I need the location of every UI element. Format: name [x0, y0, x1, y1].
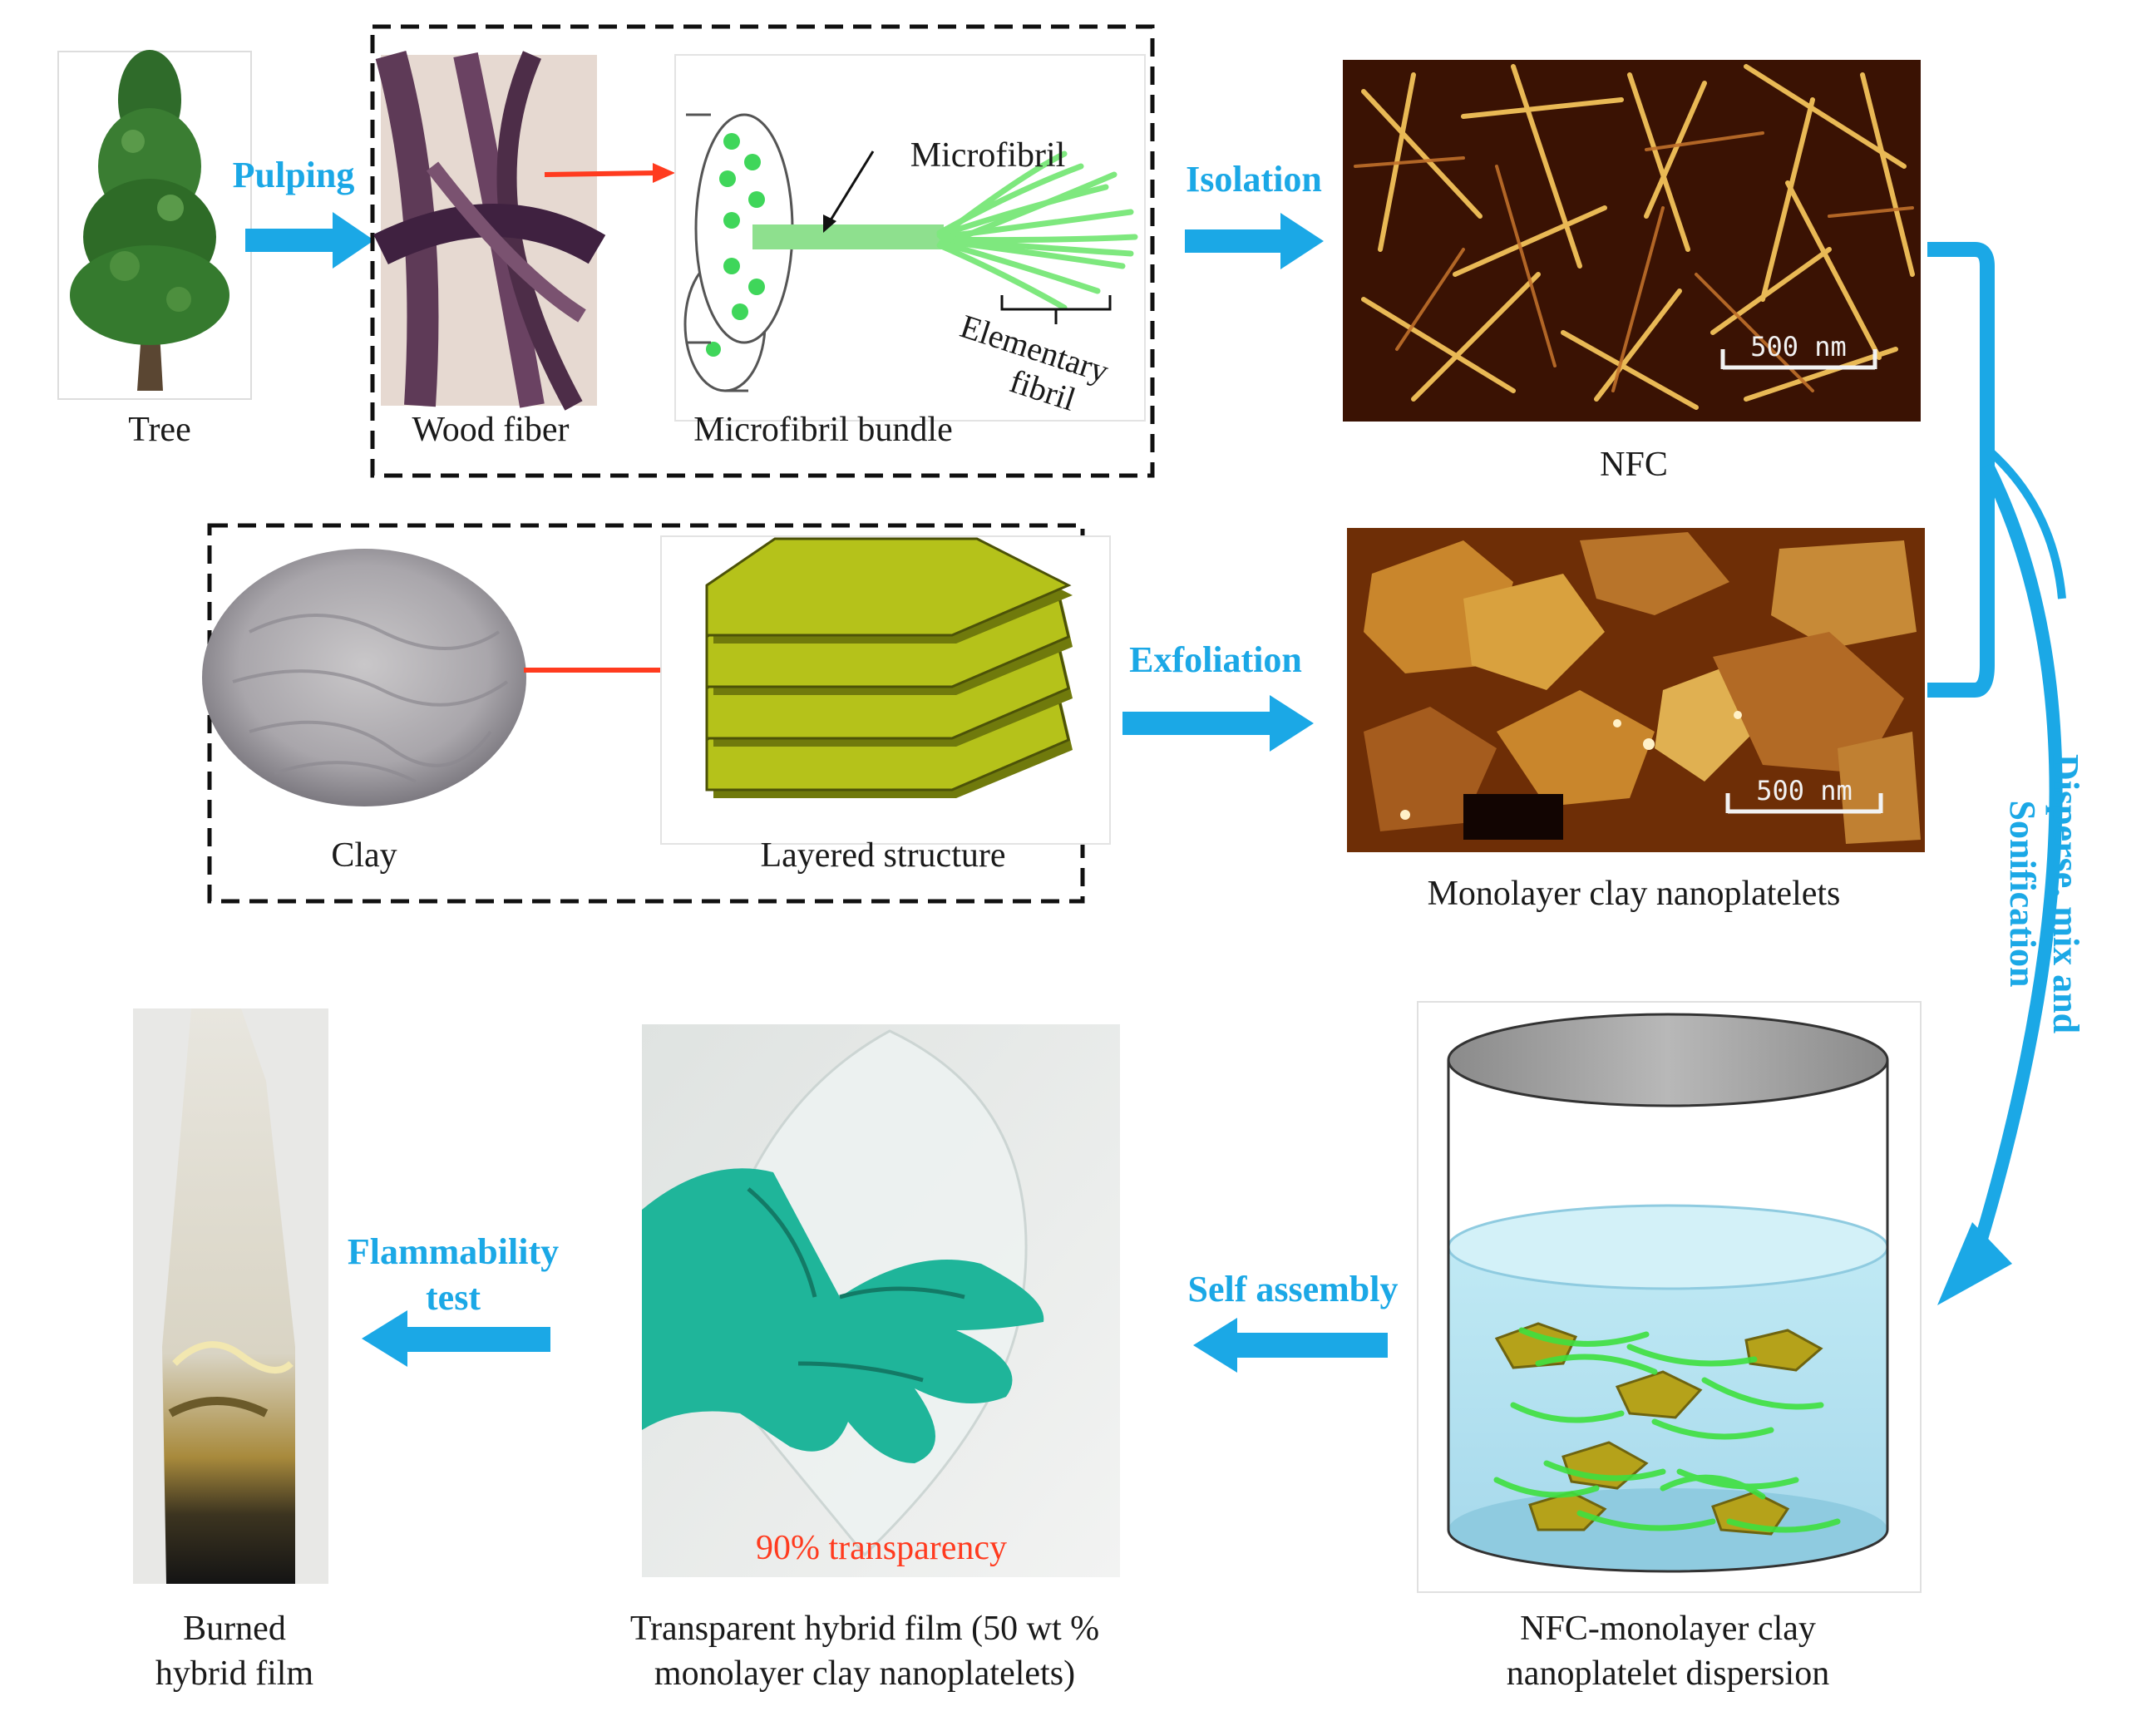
- nfc-scale-label: 500 nm: [1750, 331, 1847, 362]
- wood-fiber-image: [373, 51, 606, 411]
- isolation-arrow: [1185, 213, 1324, 269]
- fiber-detail-arrow: [544, 163, 675, 183]
- nfc-afm-image: [1343, 60, 1921, 422]
- pulping-arrow: [245, 212, 374, 269]
- burned-label-2: hybrid film: [155, 1654, 313, 1693]
- clay-scale-label: 500 nm: [1756, 775, 1853, 806]
- tree-illustration: [57, 50, 252, 400]
- dispersion-label-2: nanoplatelet dispersion: [1507, 1654, 1829, 1693]
- flammability-label-1: Flammability: [348, 1231, 559, 1272]
- dispersion-label-1: NFC-monolayer clay: [1520, 1610, 1816, 1648]
- exfoliation-label: Exfoliation: [1129, 639, 1302, 680]
- transparency-label: 90% transparency: [756, 1529, 1007, 1567]
- film-label-2: monolayer clay nanoplatelets): [654, 1654, 1075, 1693]
- flammability-label-2: test: [426, 1277, 481, 1318]
- microfibril-bundle-schematic: [674, 54, 1146, 422]
- self-assembly-label: Self assembly: [1188, 1269, 1399, 1309]
- isolation-label: Isolation: [1186, 159, 1322, 200]
- flammability-arrow: [362, 1310, 550, 1367]
- monolayer-clay-label: Monolayer clay nanoplatelets: [1428, 875, 1841, 913]
- fiber-detail-box: [370, 24, 1155, 478]
- burned-film-photo: [133, 1008, 328, 1584]
- microfibril-label: Microfibril: [910, 136, 1066, 175]
- microfibril-bundle-label: Microfibril bundle: [693, 411, 952, 449]
- wood-fiber-label: Wood fiber: [412, 411, 569, 449]
- merge-connector: [1927, 242, 2066, 1305]
- burned-label-1: Burned: [183, 1610, 286, 1648]
- clay-afm-image: [1347, 528, 1925, 852]
- clay-image: [202, 549, 526, 806]
- pulping-label: Pulping: [233, 155, 355, 195]
- disperse-label-2: Sonification: [2002, 801, 2043, 988]
- nfc-label: NFC: [1600, 446, 1668, 484]
- layered-structure-label: Layered structure: [760, 836, 1005, 875]
- transparent-film-photo: [642, 1024, 1120, 1577]
- self-assembly-arrow: [1193, 1318, 1388, 1373]
- film-label-1: Transparent hybrid film (50 wt %: [630, 1610, 1099, 1648]
- clay-label: Clay: [331, 836, 397, 875]
- dispersion-beaker: [1417, 1001, 1922, 1593]
- exfoliation-arrow: [1122, 695, 1314, 752]
- tree-label: Tree: [128, 411, 190, 449]
- layered-structure-schematic: [660, 535, 1111, 845]
- disperse-label-1: Disperse, mix and: [2045, 754, 2086, 1033]
